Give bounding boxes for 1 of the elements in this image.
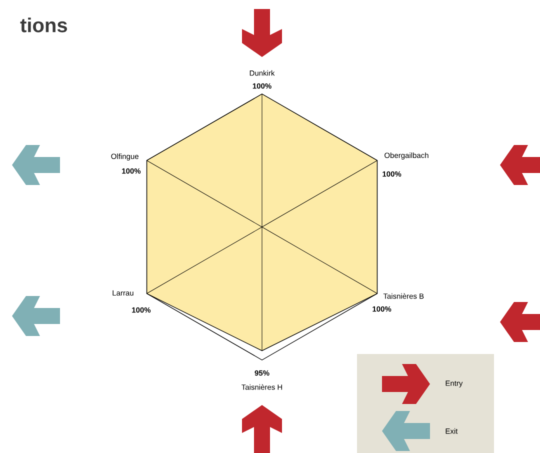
title: tions — [20, 18, 67, 32]
